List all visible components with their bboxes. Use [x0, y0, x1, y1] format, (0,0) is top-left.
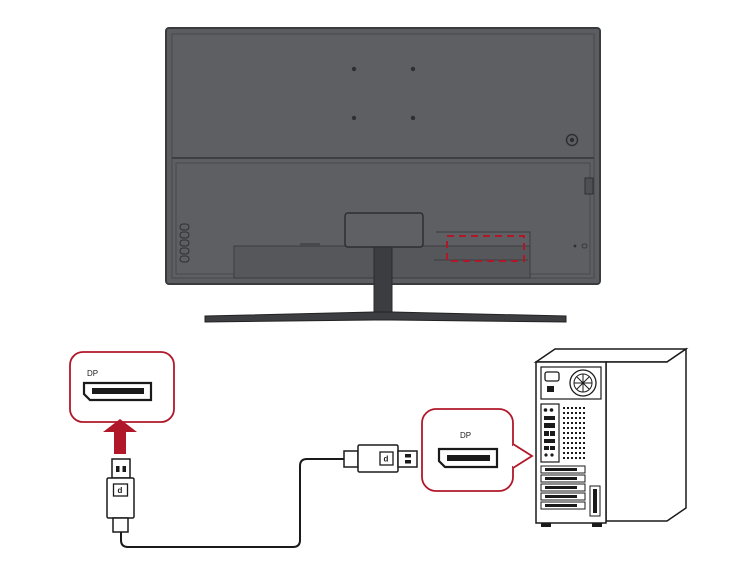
svg-text:d: d: [118, 486, 123, 495]
vesa-hole: [351, 66, 357, 72]
dp-port-label: DP: [460, 431, 471, 440]
side-clip: [584, 177, 594, 195]
vesa-hole: [410, 115, 416, 121]
io-tab: [300, 243, 320, 247]
vesa-hole: [351, 115, 357, 121]
strain-relief: [112, 517, 129, 533]
plug-tip: [397, 450, 418, 468]
tower-side: [605, 347, 687, 522]
stand-neck: [373, 246, 393, 319]
dp-cable-plug-left: d: [106, 458, 135, 533]
tower-top: [533, 348, 689, 363]
kensington-lock-icon: [565, 133, 579, 147]
displayport-logo-icon: [379, 451, 394, 466]
io-recess-step: [436, 231, 531, 246]
dp-port-label: DP: [87, 369, 98, 378]
tower-foot: [541, 523, 551, 527]
svg-text:d: d: [384, 455, 389, 464]
port-highlight-box: [446, 235, 525, 262]
stand-attachment: [344, 212, 424, 248]
vesa-mount-holes: [351, 66, 416, 121]
osd-button: [179, 247, 190, 255]
vesa-hole: [410, 66, 416, 72]
power-switch-icon: [547, 386, 554, 392]
tower-foot: [592, 523, 602, 527]
dp-cable-plug-right: d: [343, 444, 418, 473]
pc-dp-callout: DP: [421, 408, 534, 492]
vent-grid: [563, 407, 585, 459]
stand-base: [204, 311, 567, 323]
monitor-rear: [165, 27, 601, 323]
dp-cable: [120, 458, 344, 548]
osd-button: [179, 231, 190, 239]
plug-tip: [111, 458, 131, 479]
osd-button: [179, 255, 190, 263]
osd-buttons: [179, 223, 190, 263]
power-socket-icon: [544, 371, 560, 382]
pc-tower: [533, 347, 689, 527]
callout-arrow-icon: [512, 443, 534, 469]
displayport-pins: [447, 455, 490, 461]
displayport-logo-icon: [112, 483, 129, 497]
strain-relief: [343, 450, 359, 468]
osd-button: [179, 239, 190, 247]
osd-button: [179, 223, 190, 231]
power-indicator: [573, 243, 588, 249]
monitor-lower-recess: [175, 162, 591, 275]
monitor-dp-callout: DP: [69, 351, 175, 423]
upload-arrow-icon: [103, 419, 137, 454]
displayport-pins: [92, 388, 144, 394]
